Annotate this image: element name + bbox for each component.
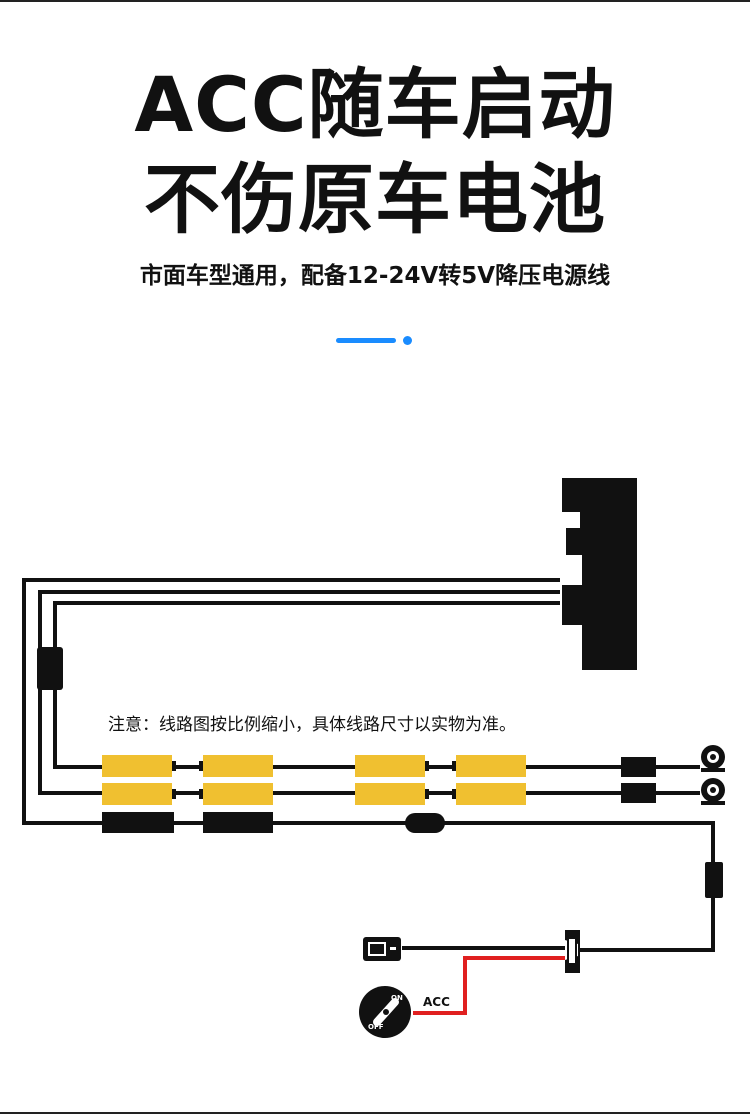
- note-text: 注意：线路图按比例缩小，具体线路尺寸以实物为准。: [108, 715, 516, 735]
- display-unit: [562, 478, 637, 670]
- switch-on-label: ON: [391, 994, 403, 1002]
- gold-connector: [456, 783, 526, 805]
- ferrite-filter: [37, 647, 63, 690]
- power-connectors: [102, 757, 723, 898]
- top-border: [0, 0, 750, 2]
- battery-icon: [363, 937, 401, 961]
- subtitle: 市面车型通用，配备12-24V转5V降压电源线: [139, 263, 611, 289]
- connectors-row-2: [102, 783, 526, 805]
- bottom-border: [0, 1112, 750, 1114]
- acc-wire: [413, 956, 565, 1015]
- gold-connector: [102, 755, 172, 777]
- gold-connector: [102, 783, 172, 805]
- ignition-key-icon: ON OFF: [359, 986, 411, 1038]
- black-plug: [621, 757, 656, 777]
- gold-connector: [203, 755, 273, 777]
- inline-fuse: [405, 813, 445, 833]
- black-connector: [203, 812, 273, 833]
- ferrite-filter: [705, 862, 723, 898]
- wire-outer: [22, 578, 715, 952]
- acc-label: ACC: [423, 995, 450, 1009]
- gold-connector: [203, 783, 273, 805]
- gold-connector: [456, 755, 526, 777]
- title-line-1: ACC随车启动: [134, 60, 616, 149]
- accent-bar: [336, 338, 396, 343]
- black-plug: [621, 783, 656, 803]
- title-line-2: 不伤原车电池: [144, 155, 606, 244]
- gold-connector: [355, 755, 425, 777]
- accent-dot: [403, 336, 412, 345]
- camera-icon: [701, 745, 725, 772]
- camera-icon: [701, 778, 725, 805]
- switch-off-label: OFF: [368, 1023, 384, 1031]
- black-connector: [102, 812, 174, 833]
- gold-connector: [355, 783, 425, 805]
- connectors-row-1: [102, 755, 526, 777]
